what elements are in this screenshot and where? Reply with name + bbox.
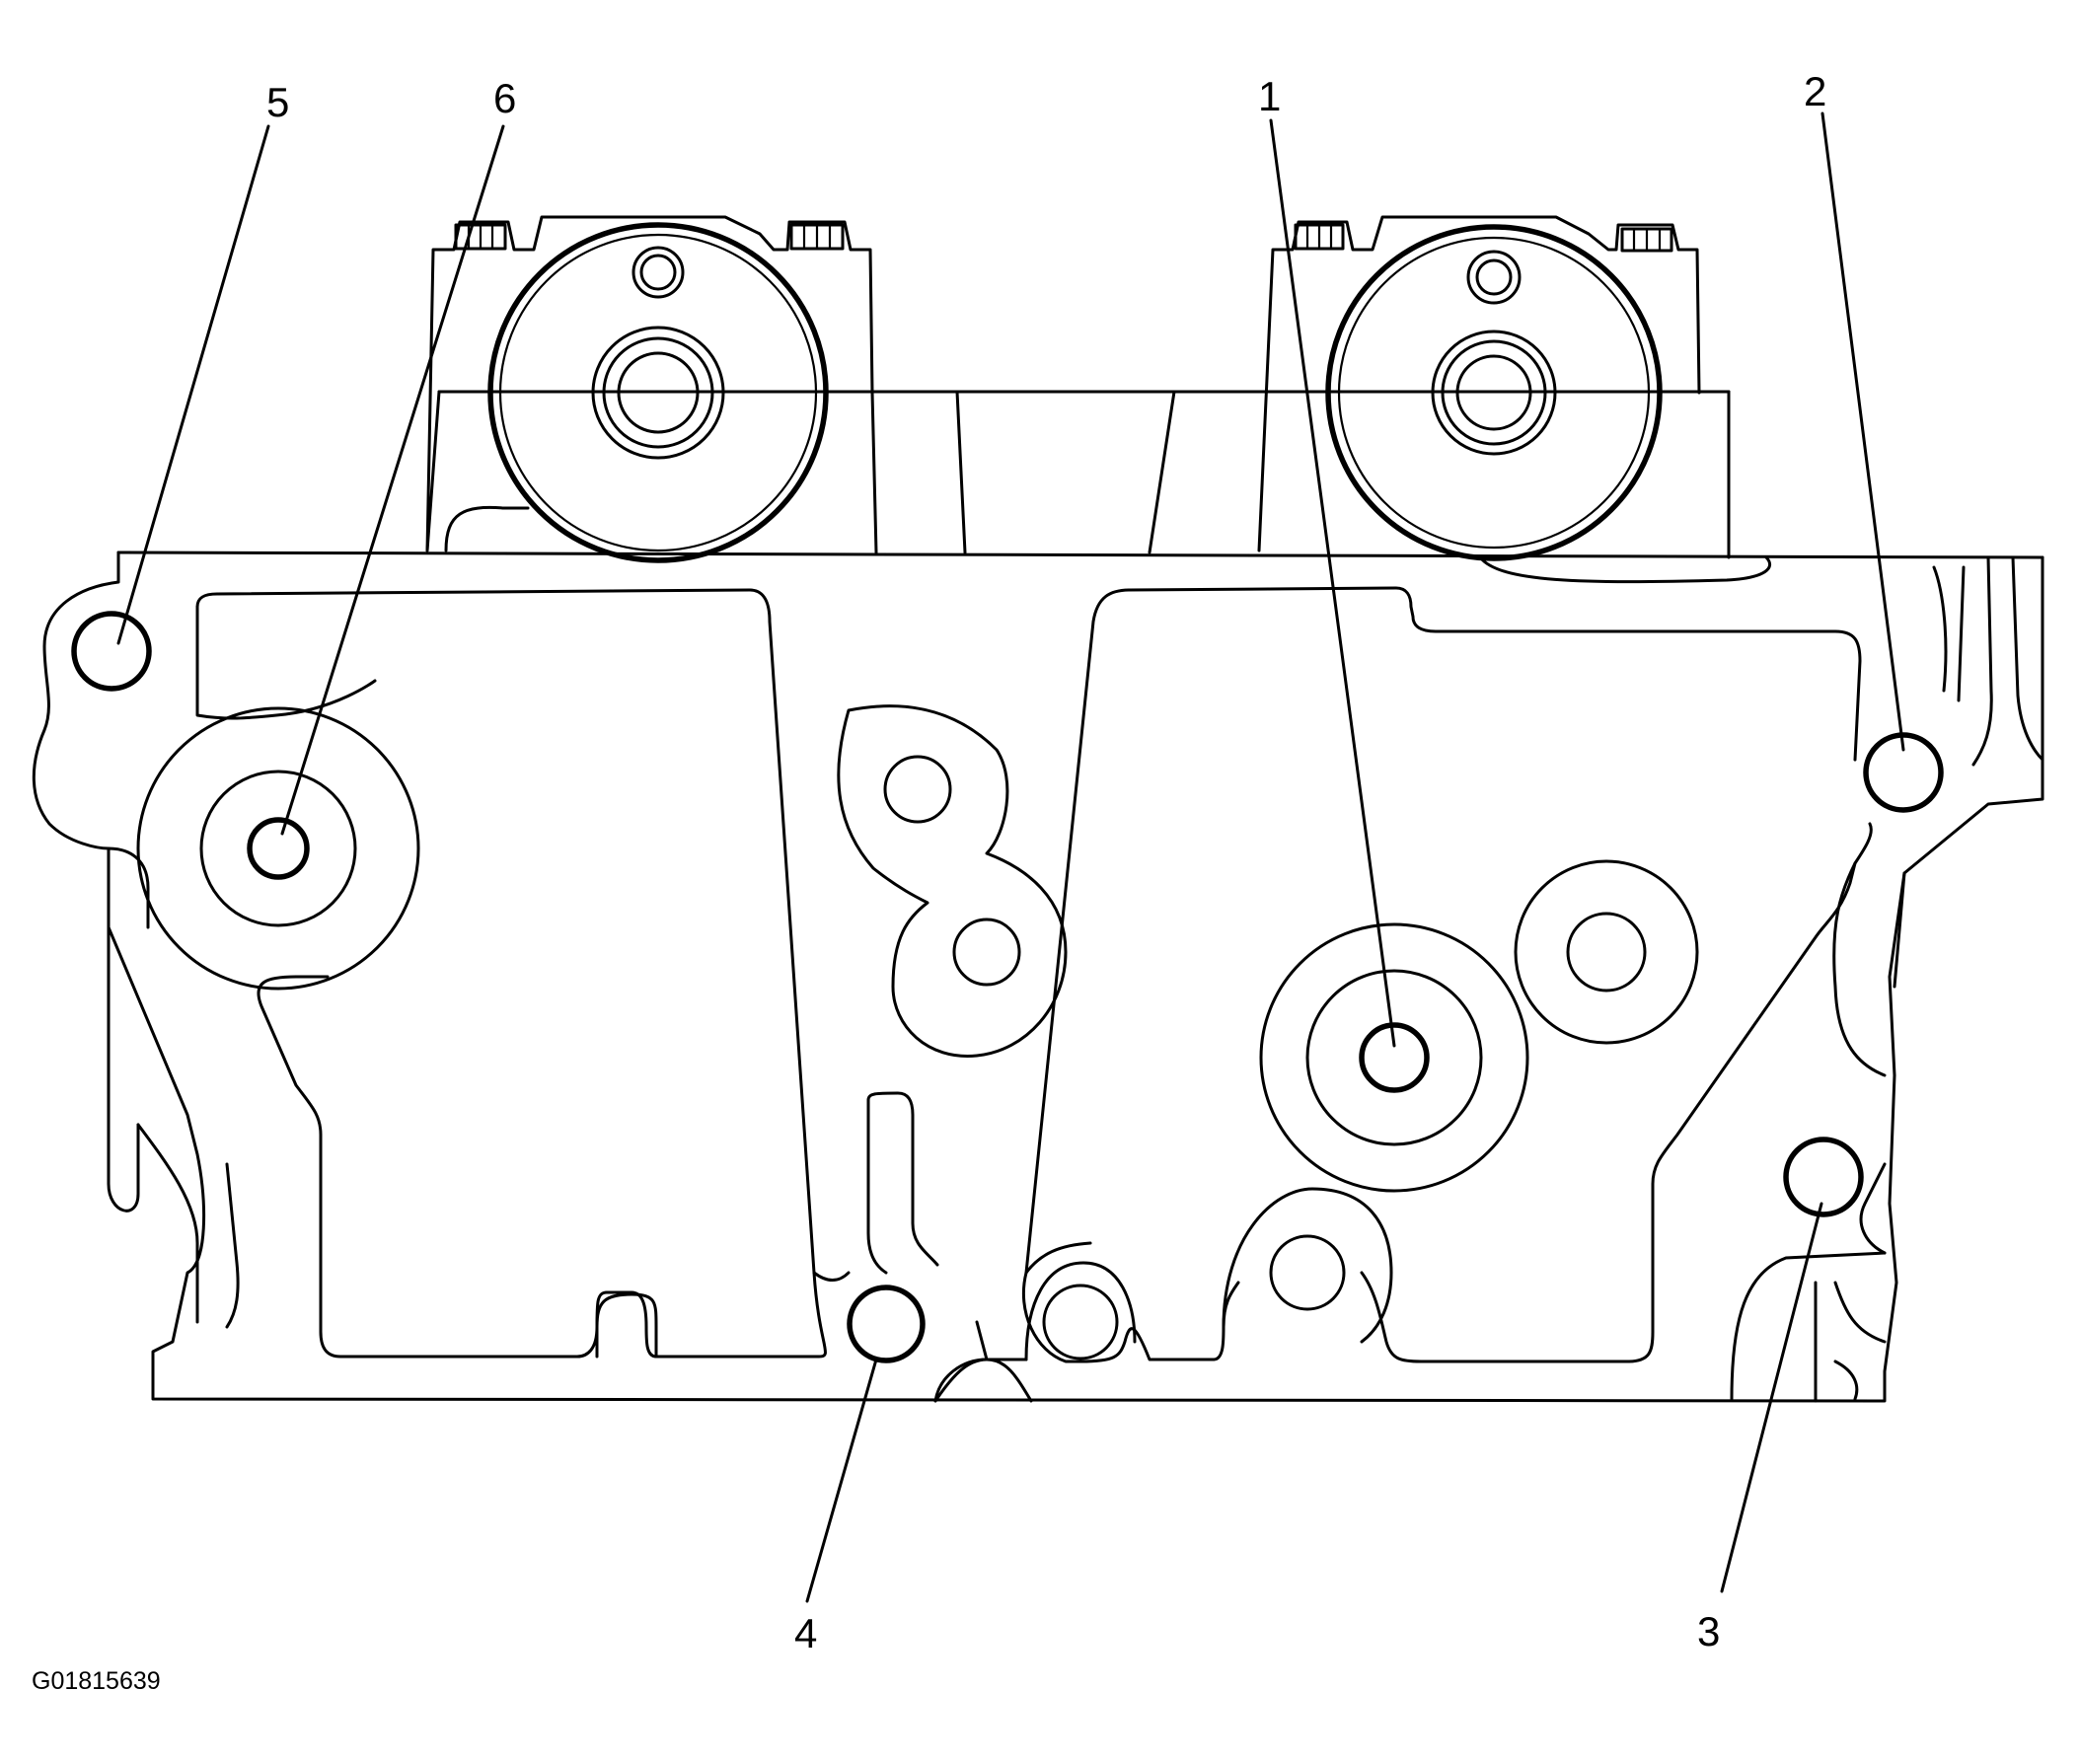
coolant-passages xyxy=(837,704,1699,1403)
camshaft-cap-assembly-left xyxy=(425,215,1265,563)
callout-4: 4 xyxy=(794,1610,817,1656)
callout-2: 2 xyxy=(1804,68,1826,114)
cylinder-head-outline xyxy=(32,551,2044,1403)
callout-6: 6 xyxy=(493,75,516,121)
bolt-hole-1 xyxy=(1259,922,1529,1193)
bolt-hole-4 xyxy=(847,1285,926,1363)
bolt-hole-2 xyxy=(1863,732,1944,813)
callout-leaders xyxy=(116,111,1905,1603)
bolt-hole-3 xyxy=(1783,1137,1864,1217)
bolt-hole-5 xyxy=(71,611,152,692)
head-bolt-holes xyxy=(71,611,1944,1363)
callout-1: 1 xyxy=(1258,73,1281,119)
figure-id: G01815639 xyxy=(32,1667,161,1695)
camshaft-cap-assembly-right xyxy=(1257,215,1772,584)
callout-labels: 1 2 3 4 5 6 xyxy=(266,68,1826,1656)
gasket-surface-inner-outline xyxy=(107,586,1887,1403)
bolt-hole-6 xyxy=(136,706,420,991)
callout-5: 5 xyxy=(266,79,289,125)
callout-3: 3 xyxy=(1697,1608,1720,1654)
